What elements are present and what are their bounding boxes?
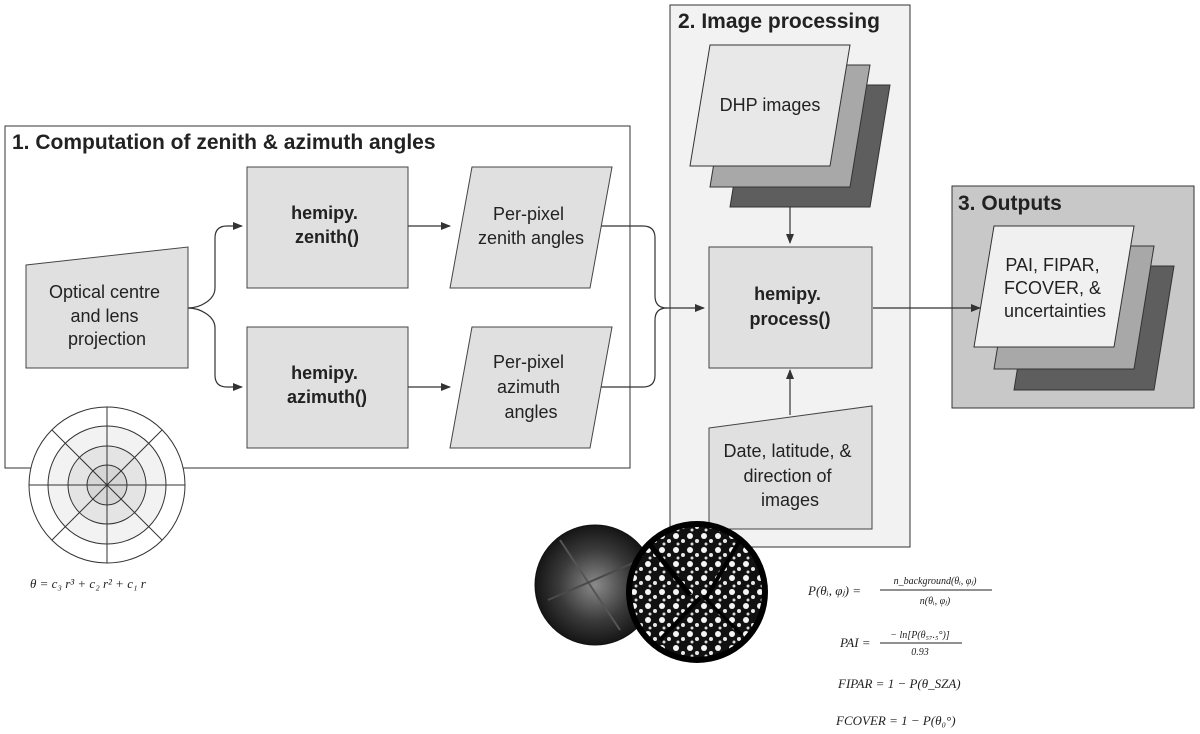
dhp-stack-front: [689, 44, 851, 167]
node-hemipy-azimuth-label: hemipy. azimuth(): [287, 363, 367, 407]
node-azimuth-angles: [449, 326, 613, 449]
outputs-stack-front: [973, 225, 1135, 348]
node-azimuth-angles-label: Per-pixel azimuth angles: [493, 352, 569, 422]
edge-zenith-angles-to-process: [596, 225, 705, 312]
dhp-raw-photo: [534, 524, 656, 646]
section-title-outputs: 3. Outputs: [958, 192, 1062, 215]
polar-grid-illustration: [28, 406, 186, 564]
edge-optical-to-azimuth: [187, 307, 243, 391]
lens-projection-equation: θ = c₃ r³ + c₂ r² + c₁ r: [30, 576, 147, 591]
equation-gap-fraction: P(θᵢ, φⱼ) = n_background(θᵢ, φⱼ) n(θᵢ, φ…: [807, 576, 992, 607]
node-date-latitude: [708, 405, 873, 530]
edge-optical-to-zenith: [187, 222, 243, 309]
svg-text:n(θᵢ, φⱼ): n(θᵢ, φⱼ): [920, 596, 951, 607]
svg-text:PAI =: PAI =: [839, 635, 871, 650]
equation-fcover: FCOVER = 1 − P(θ₀°): [835, 713, 956, 728]
node-hemipy-zenith-label: hemipy. zenith(): [291, 203, 363, 247]
svg-text:0.93: 0.93: [911, 647, 929, 658]
svg-text:− ln[P(θ₅₇.₅°)]: − ln[P(θ₅₇.₅°)]: [890, 630, 950, 641]
node-outputs-label: PAI, FIPAR, FCOVER, & uncertainties: [1004, 255, 1106, 321]
node-optical-centre-label: Optical centre and lens projection: [49, 282, 165, 349]
equation-fipar: FIPAR = 1 − P(θ_SZA): [837, 676, 961, 691]
edge-azimuth-angles-to-process: [585, 307, 668, 388]
node-zenith-angles-label: Per-pixel zenith angles: [478, 204, 584, 248]
node-hemipy-process-label: hemipy. process(): [749, 284, 830, 329]
dhp-binarised-photo: [626, 521, 768, 663]
section-title-computation: 1. Computation of zenith & azimuth angle…: [12, 131, 436, 154]
svg-text:n_background(θᵢ, φⱼ): n_background(θᵢ, φⱼ): [894, 576, 978, 587]
node-zenith-angles: [449, 166, 613, 289]
section-title-image-processing: 2. Image processing: [678, 10, 880, 33]
svg-text:P(θᵢ, φⱼ) =: P(θᵢ, φⱼ) =: [807, 583, 861, 598]
equation-pai: PAI = − ln[P(θ₅₇.₅°)] 0.93: [839, 630, 962, 658]
node-hemipy-zenith: [246, 166, 409, 289]
node-hemipy-process: [708, 246, 873, 369]
node-optical-centre: [25, 246, 189, 369]
node-dhp-images-label: DHP images: [720, 95, 821, 115]
computation-panel: [4, 125, 631, 469]
node-hemipy-azimuth: [246, 326, 409, 449]
node-date-latitude-label: Date, latitude, & direction of images: [723, 441, 856, 510]
